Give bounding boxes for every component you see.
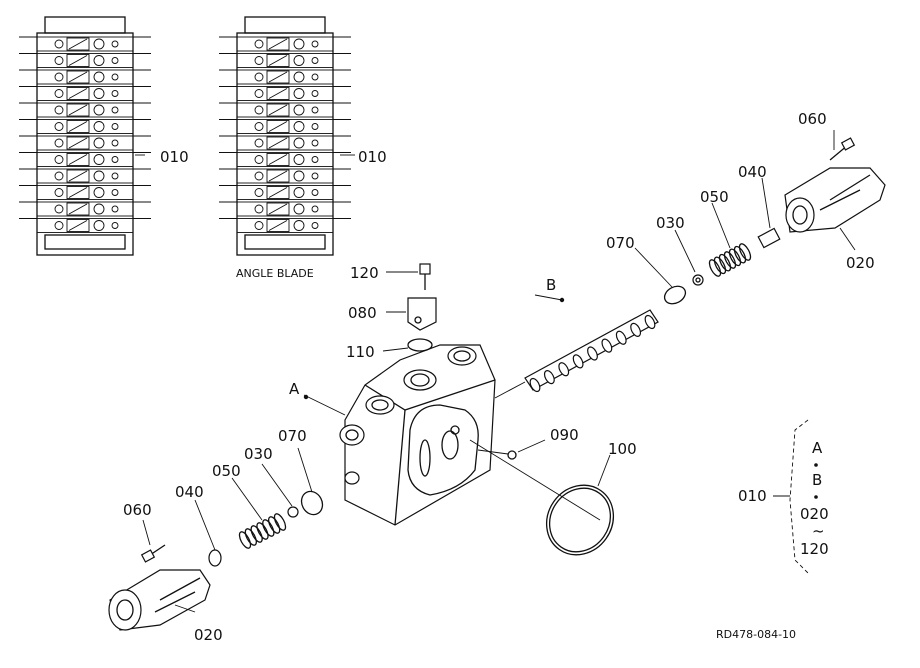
legend-item-a: A [812,439,823,457]
callout-090: 090 [550,426,579,444]
standard-view-label: 010 [160,148,189,166]
angle-blade-caption: ANGLE BLADE [236,267,314,280]
callout-120: 120 [350,264,379,282]
detent-assembly [407,263,437,352]
callout-b: B [546,276,556,294]
callout-020-bottom: 020 [194,626,223,644]
spool-b [524,309,659,393]
valve-body [339,344,496,526]
oring-090 [507,450,517,460]
callout-050-bottom: 050 [212,462,241,480]
callout-030-top: 030 [656,214,685,232]
callout-110: 110 [346,343,375,361]
cap-assembly-bottom [108,490,324,631]
callout-080: 080 [348,304,377,322]
leader-lines [135,130,856,613]
legend-item-020: 020 [800,505,829,523]
axis-line-upper [494,381,526,399]
legend-ref: 010 [738,487,767,505]
valve-stack-angle-blade [219,16,351,256]
callout-a: A [289,380,300,398]
callout-040-bottom: 040 [175,483,204,501]
callout-030-bottom: 030 [244,445,273,463]
oring-100 [545,484,615,556]
figure-code: RD478-084-10 [716,628,796,641]
callouts: 060 040 050 030 070 020 120 080 110 B A … [123,110,875,644]
legend-item-b: B [812,471,822,489]
callout-070-bottom: 070 [278,427,307,445]
axis-line-ring [469,439,601,521]
callout-070-top: 070 [606,234,635,252]
callout-020-top: 020 [846,254,875,272]
assembly-legend: 010 A B 020 ~ 120 [738,419,829,576]
cap-assembly-top [663,137,886,305]
callout-060-top: 060 [798,110,827,128]
valve-stack-standard [19,16,151,256]
legend-range-mark: ~ [812,522,825,540]
axis-line-port [477,449,509,455]
callout-060-bottom: 060 [123,501,152,519]
angle-view-label: 010 [358,148,387,166]
callout-040-top: 040 [738,163,767,181]
callout-050-top: 050 [700,188,729,206]
legend-item-120: 120 [800,540,829,558]
callout-100: 100 [608,440,637,458]
